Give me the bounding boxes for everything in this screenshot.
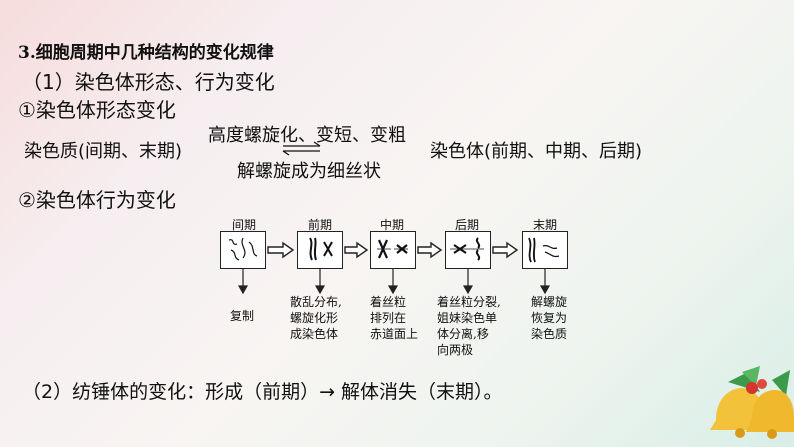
bell-decoration-icon (0, 0, 794, 447)
